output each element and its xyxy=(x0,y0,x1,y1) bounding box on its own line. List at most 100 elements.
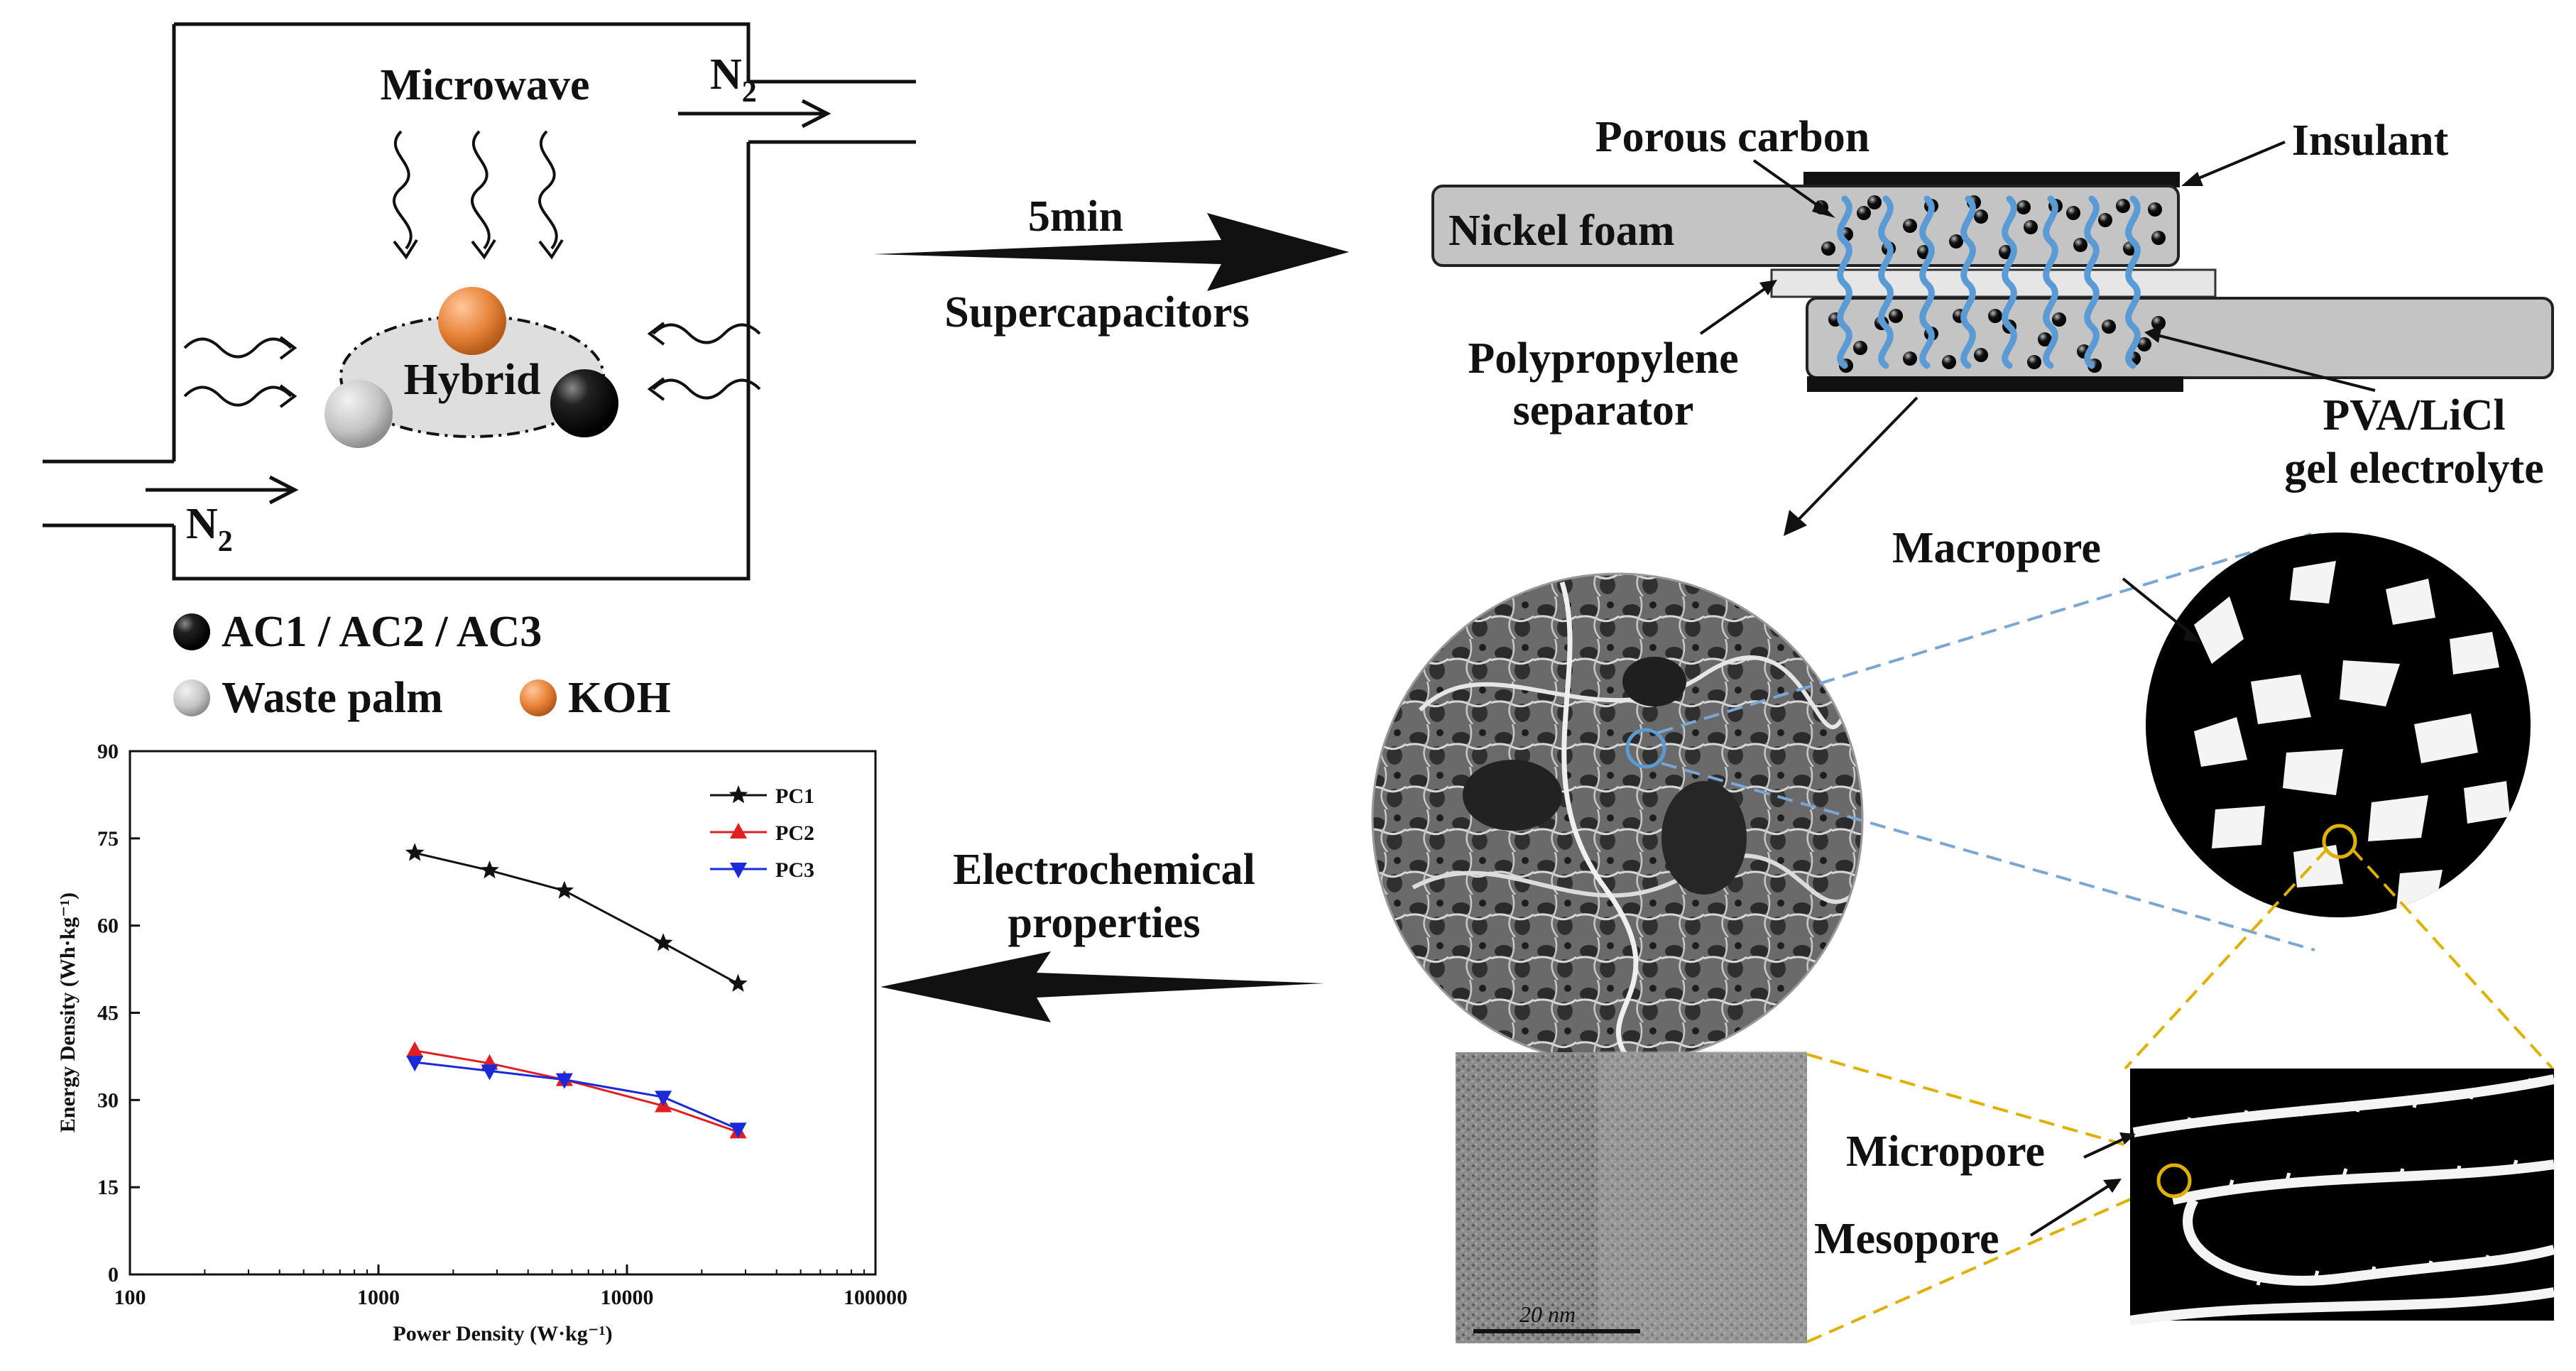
n2-inlet-label: N2 xyxy=(186,500,233,558)
point-pc2-0 xyxy=(406,1041,424,1057)
carbon-bead-29 xyxy=(1974,348,1988,362)
separator-label-2: separator xyxy=(1513,386,1694,435)
x-tick-label-3: 100000 xyxy=(844,1286,907,1309)
legend-label-pc3: PC3 xyxy=(775,858,814,882)
nickel-foam-top xyxy=(1431,185,2180,267)
y-tick-label-3: 45 xyxy=(97,1002,119,1025)
legend-marker-pc1 xyxy=(728,785,748,804)
y-tick-label-6: 90 xyxy=(97,740,119,763)
carbon-bead-14 xyxy=(2148,202,2162,217)
point-pc1-1 xyxy=(480,860,499,879)
y-tick-label-0: 0 xyxy=(108,1263,119,1287)
properties-label: properties xyxy=(1008,899,1201,947)
macro-zoom-ring xyxy=(2322,824,2357,859)
electrolyte-strands xyxy=(1837,195,2141,369)
carbon-bead-19 xyxy=(2016,200,2031,214)
electrolyte-strand-0 xyxy=(1837,195,1852,369)
waste-palm-legend-label: Waste palm xyxy=(222,674,443,722)
supercapacitors-label: Supercapacitors xyxy=(944,288,1249,337)
material-legend: AC1 / AC2 / AC3 Waste palm KOH xyxy=(173,608,671,722)
carbon-bead-31 xyxy=(2027,355,2041,369)
carbon-bead-21 xyxy=(2116,199,2130,213)
point-pc1-0 xyxy=(405,843,425,861)
separator-pointer xyxy=(1699,283,1773,335)
point-pc3-0 xyxy=(406,1056,424,1072)
electrolyte-strand-2 xyxy=(1919,195,1935,369)
carbon-bead-16 xyxy=(1867,195,1882,209)
y-tick-label-1: 15 xyxy=(97,1176,119,1199)
sem-pointer-arrow xyxy=(1791,396,1919,527)
mesopore-label: Mesopore xyxy=(1814,1215,1999,1263)
electrolyte-label-1: PVA/LiCl xyxy=(2323,391,2505,439)
y-tick-label-2: 30 xyxy=(97,1088,119,1112)
tem-image: 20 nm xyxy=(1456,1051,1807,1343)
carbon-bead-20 xyxy=(2066,206,2080,220)
ac-sphere xyxy=(550,369,618,437)
x-axis-label: Power Density (W·kg⁻¹) xyxy=(393,1322,612,1345)
point-pc1-3 xyxy=(653,933,673,951)
carbon-bead-36 xyxy=(2151,316,2166,330)
x-tick-label-0: 100 xyxy=(114,1286,146,1309)
microwave-reactor: Microwave Hybrid N2 N2 xyxy=(43,22,916,581)
electrolyte-strand-3 xyxy=(1960,195,1976,369)
scale-bar-label: 20 nm xyxy=(1519,1301,1576,1327)
carbon-bead-34 xyxy=(2102,319,2116,334)
waste-palm-legend-icon xyxy=(173,679,210,716)
series-line-pc1 xyxy=(414,851,739,985)
electrochemical-label: Electrochemical xyxy=(953,846,1255,894)
n2-outlet-arrow xyxy=(678,99,831,129)
bottom-insulant xyxy=(1807,376,2183,392)
point-pc3-3 xyxy=(655,1091,672,1107)
micropore-label: Micropore xyxy=(1846,1127,2045,1176)
meso-zoom-ring xyxy=(2156,1163,2192,1198)
nickel-foam-bottom xyxy=(1806,297,2554,379)
macropore-label: Macropore xyxy=(1892,524,2101,572)
carbon-bead-12 xyxy=(2098,213,2112,227)
y-axis-label: Energy Density (Wh·kg⁻¹) xyxy=(56,892,80,1132)
microwave-label: Microwave xyxy=(381,61,590,109)
koh-legend-label: KOH xyxy=(568,674,671,722)
koh-sphere xyxy=(438,287,506,355)
insulant-pointer xyxy=(2186,141,2286,185)
ac-legend-icon xyxy=(173,613,210,650)
side-wave-icons xyxy=(183,322,761,408)
back-arrow-icon xyxy=(880,951,1324,1022)
supercapacitor-device: Nickel foam Porous carbon Insulant Polyp… xyxy=(1431,113,2554,536)
carbon-bead-24 xyxy=(1853,341,1867,355)
carbon-bead-26 xyxy=(1903,351,1917,366)
carbon-bead-41 xyxy=(2038,332,2052,346)
n2-inlet-pipe xyxy=(43,459,174,528)
waste-palm-sphere xyxy=(324,380,393,448)
zoom-lines-blue xyxy=(1657,532,2315,951)
carbon-bead-39 xyxy=(1942,355,1956,369)
electrolyte-strand-4 xyxy=(2002,195,2017,369)
carbon-bead-9 xyxy=(2024,220,2038,234)
n2-outlet-label: N2 xyxy=(710,50,757,109)
microwave-wave-icons xyxy=(393,130,564,260)
n2-inlet-arrow xyxy=(146,475,299,505)
forward-arrow-icon xyxy=(873,213,1349,291)
carbon-bead-4 xyxy=(1903,219,1917,233)
series-line-pc2 xyxy=(414,1049,738,1133)
reactor-wall xyxy=(172,22,751,581)
point-pc3-1 xyxy=(481,1064,498,1081)
electrolyte-pointer xyxy=(2151,332,2376,392)
electrolyte-strand-5 xyxy=(2043,195,2058,369)
koh-legend-icon xyxy=(520,679,557,716)
legend-marker-pc2 xyxy=(730,823,747,839)
legend-label-pc1: PC1 xyxy=(775,785,814,808)
chart-series xyxy=(405,843,748,1139)
series-line-pc3 xyxy=(414,1061,739,1130)
electrolyte-strand-7 xyxy=(2125,195,2141,369)
mesopore-pointer xyxy=(2029,1181,2116,1237)
plot-frame xyxy=(129,750,877,1276)
legend-marker-pc3 xyxy=(730,863,747,878)
point-pc3-4 xyxy=(729,1123,747,1139)
insulant-label: Insulant xyxy=(2292,116,2449,165)
time-label: 5min xyxy=(1028,192,1123,241)
